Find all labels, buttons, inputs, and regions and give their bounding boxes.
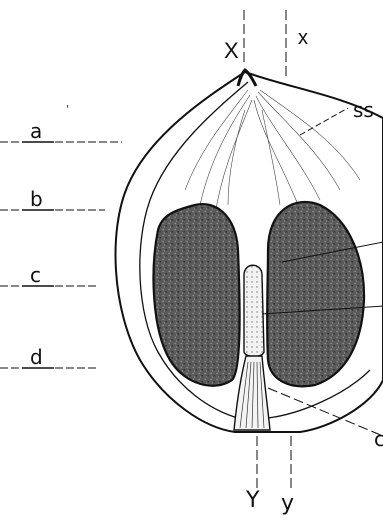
label-ss: ss <box>353 98 374 122</box>
axis-line-X <box>244 10 286 78</box>
label-a: a <box>30 119 42 143</box>
label-x-lower: x <box>298 27 308 49</box>
stray-mark: ' <box>66 104 69 115</box>
leader-lines-left <box>0 142 122 368</box>
label-d: d <box>30 345 43 369</box>
label-Y-upper: Y <box>245 488 260 513</box>
embryonic-axis <box>244 265 264 356</box>
label-y-lower: y <box>281 491 294 516</box>
label-X-upper: X <box>224 38 239 63</box>
axis-line-Y <box>257 436 291 490</box>
label-c: c <box>30 263 41 287</box>
label-underlines <box>22 142 54 368</box>
label-c-right: c <box>374 427 383 451</box>
label-b: b <box>30 187 43 211</box>
